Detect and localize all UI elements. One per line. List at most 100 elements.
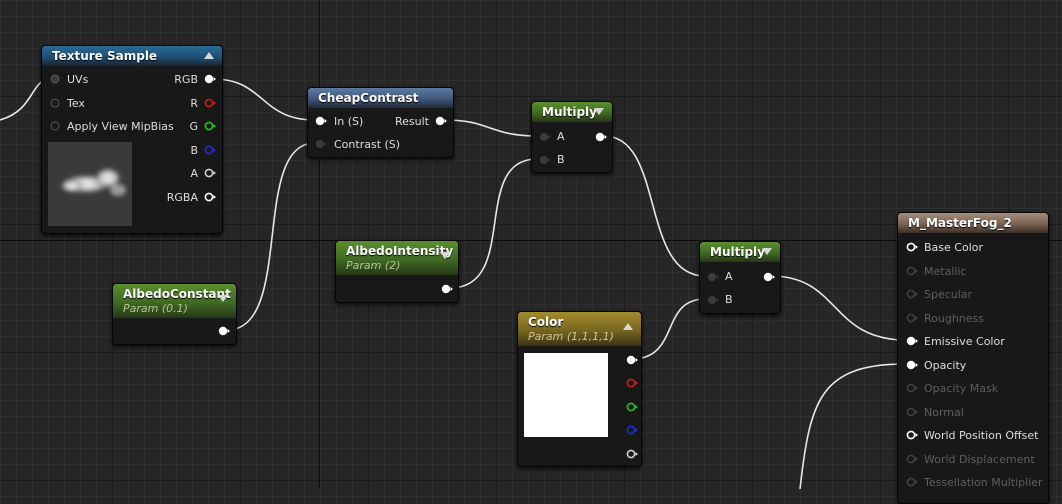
texture-sample-node[interactable]: Texture Sample UVs Tex Apply View MipBia… <box>41 45 223 234</box>
input-pin-uvs[interactable] <box>50 74 60 84</box>
output-pin-r[interactable] <box>204 98 216 108</box>
collapse-arrow-icon[interactable] <box>623 323 633 330</box>
wire-color-to-multiply2-b <box>631 298 706 360</box>
node-header[interactable]: Multiply <box>532 102 612 122</box>
material-input-label: Opacity <box>924 358 967 372</box>
output-pin[interactable] <box>595 132 607 142</box>
output-pin-r[interactable] <box>626 378 638 388</box>
node-title: M_MasterFog_2 <box>908 216 1012 230</box>
material-input-pin-opacity[interactable] <box>906 360 918 370</box>
albedoconstant-param-node[interactable]: AlbedoConstant Param (0.1) <box>112 283 237 345</box>
node-subtitle: Param (1,1,1,1) <box>528 330 614 343</box>
pin-label-rgb: RGB <box>174 73 198 86</box>
input-pin-tex[interactable] <box>50 98 60 108</box>
material-input-pin-roughness[interactable] <box>906 313 918 323</box>
material-input-label: World Displacement <box>924 452 1035 466</box>
collapse-arrow-icon[interactable] <box>762 248 772 255</box>
material-input-pin-emissive-color[interactable] <box>906 336 918 346</box>
pin-label-g: G <box>189 120 198 133</box>
output-pin[interactable] <box>441 284 453 294</box>
color-param-node[interactable]: Color Param (1,1,1,1) <box>517 311 642 467</box>
material-input-label: Base Color <box>924 241 984 254</box>
output-pin-g[interactable] <box>626 402 638 412</box>
pin-label-b: B <box>557 153 565 166</box>
collapse-arrow-icon[interactable] <box>440 252 450 259</box>
output-pin-g[interactable] <box>204 121 216 131</box>
node-title: Color <box>528 315 564 329</box>
input-pin-b[interactable] <box>539 155 551 165</box>
pin-label-a: A <box>557 130 565 143</box>
output-pin-rgba[interactable] <box>204 192 216 202</box>
material-input-pin-metallic[interactable] <box>906 266 918 276</box>
material-input-label: Roughness <box>924 311 985 325</box>
material-input-label: Tessellation Multiplier <box>924 476 1043 489</box>
wire-result-to-multiply1-a <box>444 119 538 137</box>
pin-label-in: In (S) <box>334 115 364 128</box>
pin-label-r: R <box>190 97 198 110</box>
input-pin-a[interactable] <box>539 132 551 142</box>
input-pin-b[interactable] <box>707 295 719 305</box>
output-pin-a[interactable] <box>204 168 216 178</box>
input-pin-apply-view-mipbias[interactable] <box>50 121 60 131</box>
node-title: AlbedoConstant <box>123 287 231 301</box>
material-input-label: Emissive Color <box>924 335 1005 348</box>
output-pin[interactable] <box>763 272 775 282</box>
node-title: CheapContrast <box>318 91 419 105</box>
output-pin-b[interactable] <box>204 145 216 155</box>
wire-rgb-to-cheapcontrast-in <box>212 78 316 121</box>
input-pin-in[interactable] <box>315 116 327 126</box>
material-input-label: Metallic <box>924 264 967 278</box>
node-header[interactable]: Texture Sample <box>42 46 222 66</box>
material-input-label: Opacity Mask <box>924 382 999 395</box>
node-header[interactable]: Color Param (1,1,1,1) <box>518 312 641 346</box>
input-pin-a[interactable] <box>707 272 719 282</box>
node-title: Multiply <box>542 105 597 119</box>
output-pin-a[interactable] <box>626 449 638 459</box>
color-swatch-preview[interactable] <box>524 353 608 437</box>
node-subtitle: Param (0.1) <box>123 302 188 315</box>
texture-preview-thumbnail <box>48 142 132 226</box>
wire-multiply1-to-multiply2-a <box>603 135 706 277</box>
pin-label-tex: Tex <box>67 97 85 110</box>
material-input-pin-normal[interactable] <box>906 407 918 417</box>
output-pin-rgb[interactable] <box>626 355 638 365</box>
node-header[interactable]: AlbedoConstant Param (0.1) <box>113 284 236 318</box>
material-input-label: Normal <box>924 405 964 419</box>
node-header[interactable]: AlbedoIntensity Param (2) <box>336 241 458 275</box>
pin-label-b: B <box>190 144 198 157</box>
albedointensity-param-node[interactable]: AlbedoIntensity Param (2) <box>335 240 459 303</box>
wire-multiply2-to-emissive <box>770 275 907 341</box>
material-input-label: World Position Offset <box>924 429 1039 442</box>
collapse-arrow-icon[interactable] <box>594 108 604 115</box>
output-pin[interactable] <box>218 326 230 336</box>
input-pin-contrast[interactable] <box>315 139 327 149</box>
material-input-pin-specular[interactable] <box>906 289 918 299</box>
pin-label-a: A <box>725 270 733 283</box>
cheapcontrast-node[interactable]: CheapContrast In (S) Contrast (S) Result <box>307 87 454 158</box>
node-subtitle: Param (2) <box>346 259 401 272</box>
pin-label-result: Result <box>395 115 429 128</box>
output-pin-rgb[interactable] <box>204 74 216 84</box>
wire-offscreen-to-opacity <box>799 363 907 489</box>
material-input-pin-world-displacement[interactable] <box>906 454 918 464</box>
node-header[interactable]: Multiply <box>700 242 780 262</box>
collapse-arrow-icon[interactable] <box>218 295 228 302</box>
node-header[interactable]: M_MasterFog_2 <box>898 213 1048 233</box>
material-input-label: Specular <box>924 288 973 301</box>
node-header[interactable]: CheapContrast <box>308 88 453 108</box>
pin-label-contrast: Contrast (S) <box>334 138 401 151</box>
multiply-node-2[interactable]: Multiply A B <box>699 241 781 314</box>
output-pin-b[interactable] <box>626 425 638 435</box>
material-input-pin-world-position-offset[interactable] <box>906 430 918 440</box>
pin-label-b: B <box>725 293 733 306</box>
material-input-pin-base-color[interactable] <box>906 242 918 252</box>
graph-origin-axis-horizontal <box>0 240 1062 241</box>
material-input-pin-tessellation-multiplier[interactable] <box>906 477 918 487</box>
output-pin-result[interactable] <box>435 116 447 126</box>
pin-label-a: A <box>190 167 198 180</box>
material-input-pin-opacity-mask[interactable] <box>906 383 918 393</box>
multiply-node-1[interactable]: Multiply A B <box>531 101 613 173</box>
collapse-arrow-icon[interactable] <box>204 52 214 59</box>
